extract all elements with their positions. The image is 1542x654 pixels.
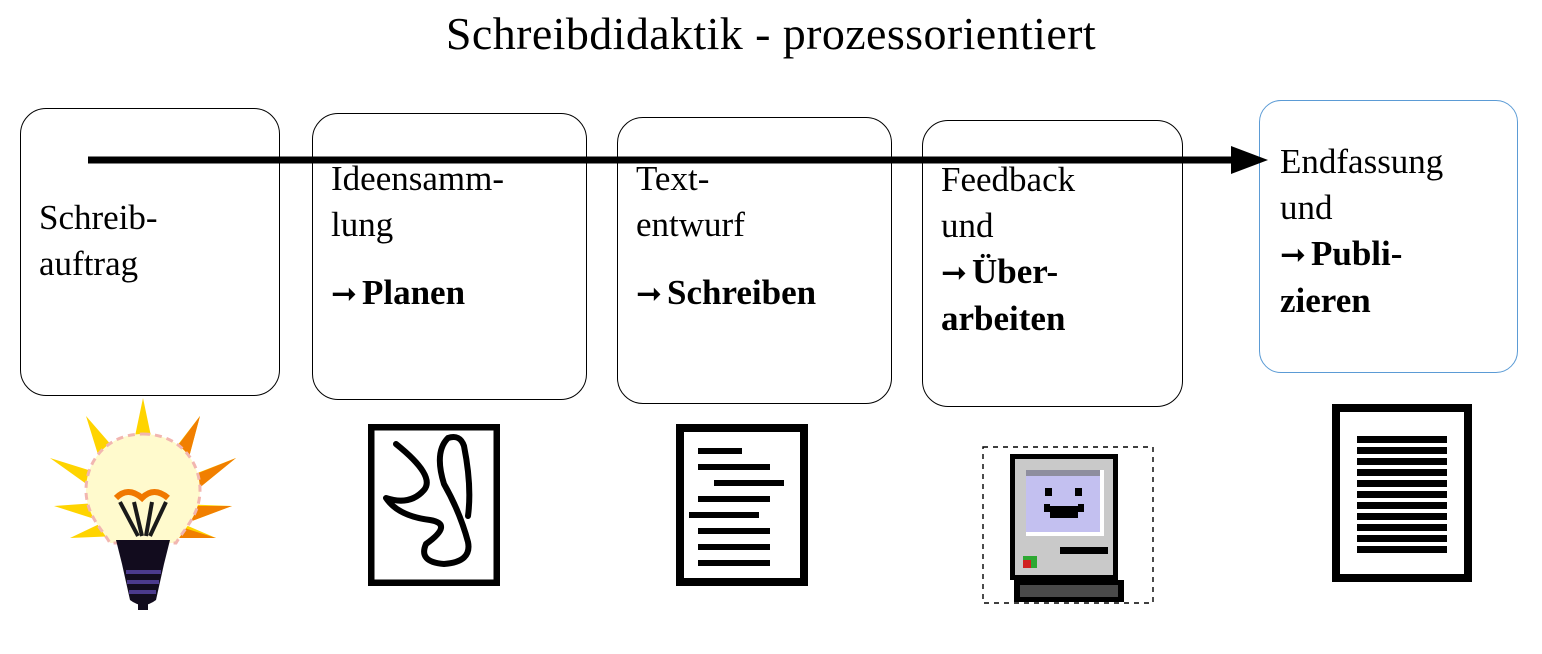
stage-box-textentwurf[interactable]: Text- entwurf ➞Schreiben — [617, 117, 892, 404]
stage-4-lead-line-2: und — [941, 206, 994, 245]
stage-2-goal-label: Planen — [361, 273, 466, 312]
stage-3-goal-label: Schreiben — [666, 273, 817, 312]
stage-box-endfassung[interactable]: Endfassung und ➞Publi- zieren — [1259, 100, 1518, 373]
stage-5-lead-line-2: und — [1280, 188, 1333, 227]
stage-2-lead-line-1: Ideensamm- — [331, 159, 504, 198]
goal-arrow-icon: ➞ — [941, 255, 967, 291]
stage-5-lead-line-1: Endfassung — [1280, 142, 1444, 181]
draft-document-icon — [676, 424, 808, 586]
goal-arrow-icon: ➞ — [331, 276, 357, 312]
final-document-icon — [1332, 404, 1472, 582]
stage-4-goal-label: Über- — [971, 252, 1059, 291]
goal-arrow-icon: ➞ — [1280, 237, 1306, 273]
stage-box-ideensammlung[interactable]: Ideensamm- lung ➞Planen — [312, 113, 587, 400]
stage-2-lead-line-2: lung — [331, 205, 394, 244]
stage-3-spacer — [636, 248, 883, 270]
stage-3-lead-line-1: Text- — [636, 159, 710, 198]
stage-4-lead-line-1: Feedback — [941, 160, 1076, 199]
stage-5-goal: ➞Publi- — [1280, 231, 1509, 278]
stage-1-lead-line-2: auftrag — [39, 244, 139, 283]
page-title: Schreibdidaktik - prozessorientiert — [445, 8, 1097, 59]
happy-mac-icon — [982, 446, 1154, 604]
lightbulb-icon — [48, 398, 238, 613]
stage-4-goal-line-2: arbeiten — [941, 299, 1066, 338]
stage-box-schreibauftrag[interactable]: Schreib- auftrag — [20, 108, 280, 396]
stage-3-goal: ➞Schreiben — [636, 270, 883, 317]
stage-4-goal: ➞Über- — [941, 249, 1174, 296]
doodle-page-icon — [368, 424, 500, 586]
goal-arrow-icon: ➞ — [636, 276, 662, 312]
stage-1-lead-line-1: Schreib- — [39, 198, 158, 237]
stage-2-spacer — [331, 248, 578, 270]
stage-5-goal-line-2: zieren — [1280, 281, 1371, 320]
stage-2-goal: ➞Planen — [331, 270, 578, 317]
stage-box-feedback[interactable]: Feedback und ➞Über- arbeiten — [922, 120, 1183, 407]
stage-5-goal-label: Publi- — [1310, 234, 1403, 273]
stage-3-lead-line-2: entwurf — [636, 205, 745, 244]
